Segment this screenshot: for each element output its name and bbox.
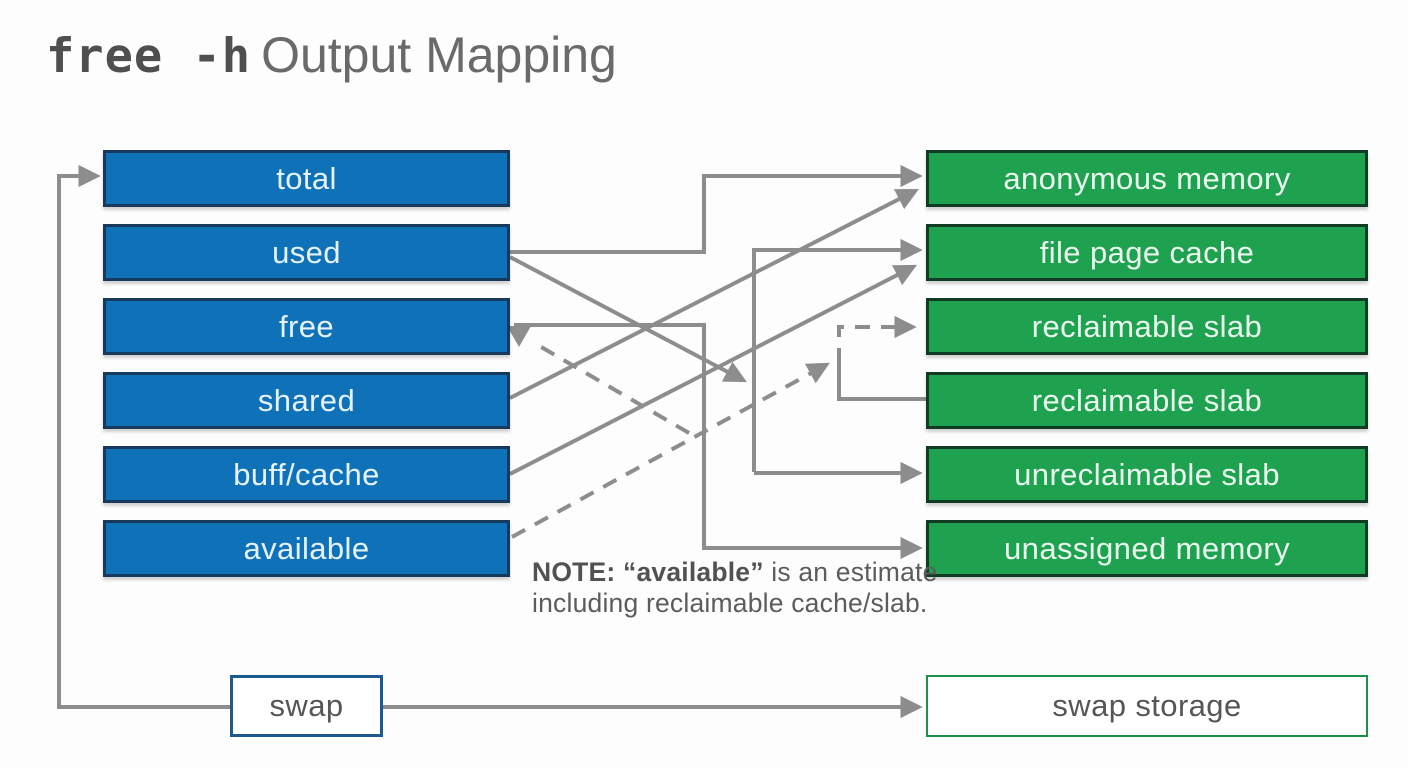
edge-shared-to-anonymous-memory xyxy=(509,188,919,400)
node-total: total xyxy=(103,150,510,207)
node-reclaimable-slab-2: reclaimable slab xyxy=(926,372,1368,429)
node-file-page-cache: file page cache xyxy=(926,224,1368,281)
edge-junction-solid-to-reclaimable-slab-4 xyxy=(837,363,929,401)
node-swap: swap xyxy=(230,675,383,737)
title-rest-text: Output Mapping xyxy=(261,27,617,83)
node-unreclaimable-slab: unreclaimable slab xyxy=(926,446,1368,503)
edge-swaprow-to-total xyxy=(57,164,232,709)
edge-available-dashed-main xyxy=(511,362,830,539)
edge-junction-dashed-to-reclaimable-slab-3 xyxy=(837,315,917,363)
note-line1-rest: is an estimate xyxy=(763,557,938,587)
edge-free-to-unassigned-memory xyxy=(514,323,923,560)
node-swap-storage: swap storage xyxy=(926,675,1368,737)
node-reclaimable-slab-1: reclaimable slab xyxy=(926,298,1368,355)
edge-buffcache-to-file-page-cache xyxy=(509,264,917,476)
arrowhead-into-free xyxy=(507,326,531,347)
note-line1-bold: NOTE: “available” xyxy=(532,557,764,587)
note-line2: including reclaimable cache/slab. xyxy=(532,588,928,618)
node-used: used xyxy=(103,224,510,281)
note-text: NOTE: “available” is an estimate includi… xyxy=(532,557,938,619)
edge-used-to-splitter xyxy=(509,255,747,383)
node-anonymous-memory: anonymous memory xyxy=(926,150,1368,207)
node-shared: shared xyxy=(103,372,510,429)
edge-splitter-to-file-page-cache xyxy=(752,238,923,472)
node-free: free xyxy=(103,298,510,355)
edge-available-dashed-branch-to-free xyxy=(534,342,691,435)
node-unassigned-memory: unassigned memory xyxy=(926,520,1368,577)
node-buff-cache: buff/cache xyxy=(103,446,510,503)
node-available: available xyxy=(103,520,510,577)
title-command-text: free -h xyxy=(46,29,252,84)
edge-used-to-anonymous-memory xyxy=(510,164,923,254)
